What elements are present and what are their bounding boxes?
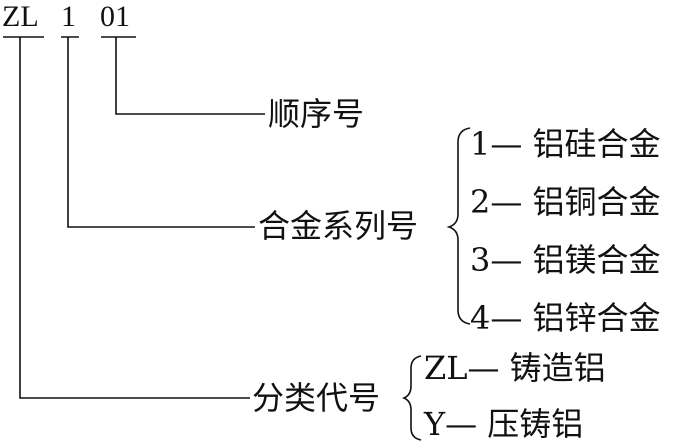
classification-brace [401,355,422,441]
alloy-option-1: 1— 铝硅合金 [470,125,661,163]
alloy-option-3: 3— 铝镁合金 [470,241,661,279]
code-series-digit: 1 [61,0,76,33]
serial-connector [115,37,265,115]
classification-option-cast: ZL— 铸造铝 [424,349,606,387]
alloy-series-label: 合金系列号 [258,207,419,245]
classification-label: 分类代号 [252,379,381,417]
classification-connector [19,37,250,399]
alloy-option-4: 4— 铝锌合金 [470,299,661,337]
series-connector [67,37,255,228]
classification-option-die-cast: Y— 压铸铝 [424,405,584,443]
serial-number-label: 顺序号 [268,95,365,133]
alloy-option-2: 2— 铝铜合金 [470,183,661,221]
code-serial-digits: 01 [100,0,130,33]
series-brace [446,127,471,325]
code-prefix: ZL [2,0,39,33]
